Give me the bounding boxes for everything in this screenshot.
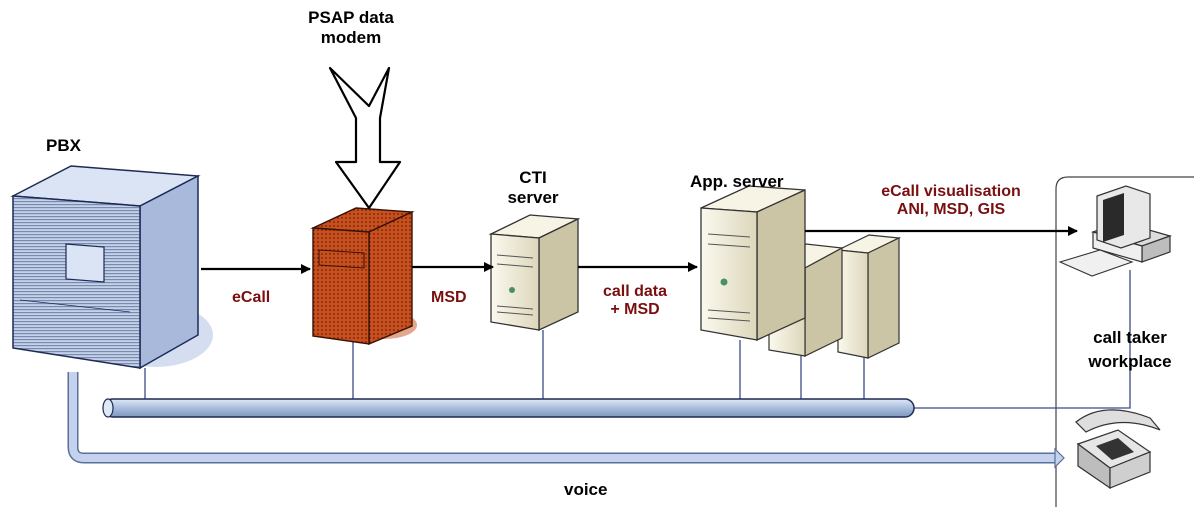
ecall-flow-label: eCall: [232, 289, 271, 306]
app-server-icon: [700, 185, 806, 342]
cti-server-label: CTI server: [507, 168, 559, 207]
cti-server-icon: [488, 214, 581, 332]
bus-connectors: [144, 270, 1131, 409]
flow-arrows: [201, 226, 1078, 274]
msd-flow-label: MSD: [431, 289, 467, 306]
voice-line: [67, 372, 1065, 469]
lan-bus: [102, 398, 915, 418]
pbx-label: PBX: [46, 136, 81, 155]
call-taker-label: call taker workplace: [1088, 328, 1172, 371]
psap-modem-label: PSAP data modem: [308, 8, 394, 47]
telephone-icon: [1075, 409, 1161, 490]
pbx-icon: [10, 165, 213, 370]
modem-server-icon: [310, 207, 417, 346]
computer-icon: [1058, 185, 1172, 277]
voice-label: voice: [564, 480, 608, 499]
workplace-frame: [1055, 176, 1194, 507]
hollow-arrow-icon: [328, 66, 402, 210]
call-data-flow-label: call data + MSD: [602, 283, 668, 318]
visualisation-flow-label: eCall visualisation ANI, MSD, GIS: [881, 183, 1021, 218]
app-server-label: App. server: [690, 172, 784, 191]
